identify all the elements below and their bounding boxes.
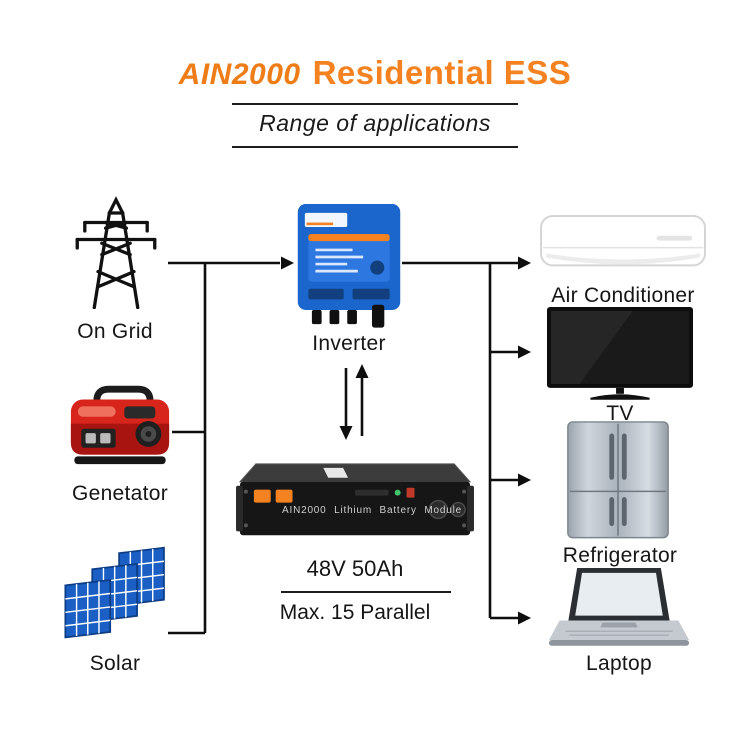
battery-parallel-label: Max. 15 Parallel	[279, 601, 431, 624]
arrowhead-into-air-conditioner	[518, 256, 531, 270]
page-subtitle: Range of applications	[259, 110, 491, 136]
inverter-label: Inverter	[312, 332, 386, 355]
page-title: AIN2000 Residential ESS	[0, 54, 750, 92]
transmission-tower-icon	[75, 196, 157, 310]
inverter-unit	[296, 204, 402, 328]
refrigerator-icon	[567, 421, 669, 539]
source-solar-label: Solar	[89, 652, 141, 675]
battery-module-icon	[236, 463, 474, 536]
battery-module	[236, 452, 474, 547]
arrowhead-into-inverter	[281, 256, 294, 270]
header-divider-top	[232, 103, 518, 105]
load-tv	[546, 306, 694, 401]
arrowhead-down-to-battery	[339, 426, 353, 440]
load-laptop-label: Laptop	[585, 652, 653, 675]
load-laptop	[546, 566, 692, 650]
source-generator	[64, 384, 176, 470]
arrowhead-into-laptop	[518, 611, 531, 625]
source-on-grid-label: On Grid	[77, 320, 153, 343]
brand-logo: AIN2000	[178, 58, 301, 91]
air-conditioner-icon	[540, 214, 706, 267]
header-divider-bottom	[232, 146, 518, 148]
battery-spec-label: 48V 50Ah	[306, 556, 404, 581]
load-refrigerator-label: Refrigerator	[562, 544, 678, 567]
battery-spec-divider	[281, 591, 451, 593]
inverter-icon	[297, 204, 401, 328]
generator-icon	[70, 385, 170, 465]
battery-front-label: AIN2000 Lithium Battery Module	[282, 505, 462, 516]
tv-icon	[546, 306, 694, 400]
load-tv-label: TV	[606, 402, 634, 425]
source-generator-label: Genetator	[71, 482, 169, 505]
arrowhead-into-refrigerator	[518, 473, 531, 487]
load-air-conditioner	[540, 214, 706, 279]
page-title-text: Residential ESS	[312, 54, 572, 91]
load-air-conditioner-label: Air Conditioner	[551, 284, 695, 307]
laptop-icon	[548, 567, 690, 646]
load-refrigerator	[564, 420, 672, 542]
arrowhead-into-tv	[518, 345, 531, 359]
source-on-grid	[64, 196, 168, 310]
source-solar	[60, 546, 172, 646]
solar-panels-icon	[64, 546, 165, 639]
arrowhead-up-to-inverter	[355, 364, 369, 378]
